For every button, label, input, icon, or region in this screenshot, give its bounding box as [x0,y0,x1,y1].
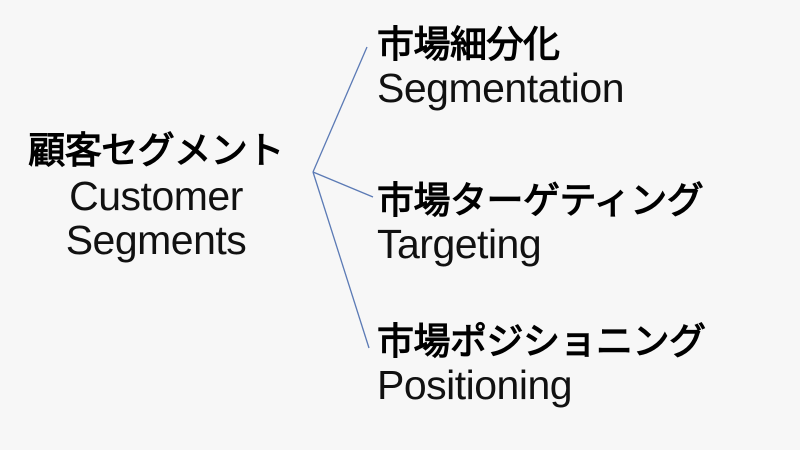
branch-label-jp-segmentation: 市場細分化 [377,24,560,65]
branch-label-jp-positioning: 市場ポジショニング [377,321,706,362]
root-node-customer-segments: 顧客セグメント Customer Segments [10,132,302,263]
branch-label-en-positioning: Positioning [377,362,573,408]
root-node-label-jp: 顧客セグメント [28,130,284,171]
branch-label-jp-targeting: 市場ターゲティング [377,180,704,221]
root-node-label-en-line-2: Segments [65,216,247,263]
branch-node-targeting: 市場ターゲティング Targeting [377,180,704,267]
connector-line-positioning [312,171,370,349]
branch-label-en-targeting: Targeting [377,221,542,267]
branch-node-positioning: 市場ポジショニング Positioning [377,323,706,406]
branch-node-segmentation: 市場細分化 Segmentation [377,24,625,111]
connector-line-segmentation [312,46,368,173]
branch-label-en-segmentation: Segmentation [377,65,625,111]
root-node-label-en: Customer Segments [10,173,302,263]
connector-line-targeting [312,171,374,198]
root-node-label-en-line-1: Customer [69,173,243,219]
